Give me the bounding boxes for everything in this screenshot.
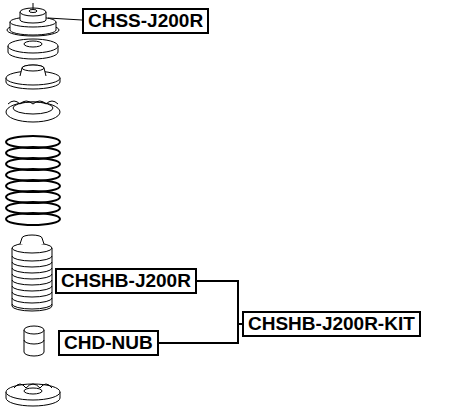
dust-boot [12, 235, 52, 311]
bracket-connector [159, 324, 242, 343]
part-number-box: CHSS-J200R [82, 8, 209, 34]
spring-insulator [6, 101, 60, 122]
spring-seat [6, 65, 60, 89]
bracket-connector [197, 281, 242, 324]
lower-seat [6, 384, 60, 406]
part-number: CHSS-J200R [88, 10, 203, 32]
bellows-fold [12, 286, 52, 291]
spring-coil [6, 213, 60, 225]
bellows-fold [12, 262, 52, 267]
part-number: CHD-NUB [64, 332, 153, 354]
bellows-fold [12, 256, 52, 261]
leader-line [48, 18, 82, 20]
bellows-fold [12, 304, 52, 309]
bellows-fold [12, 298, 52, 303]
bellows-fold [12, 280, 52, 285]
bellows-fold [12, 268, 52, 273]
bellows-fold [12, 292, 52, 297]
bellows-fold [12, 274, 52, 279]
strut-mount [7, 3, 59, 36]
coil-spring [6, 136, 60, 225]
bearing [8, 39, 58, 59]
part-number: CHSHB-J200R [61, 270, 191, 292]
part-number-box: CHD-NUB [58, 330, 159, 356]
part-number-box: CHSHB-J200R [55, 268, 197, 294]
bump-stop [24, 326, 44, 356]
part-number-box: CHSHB-J200R-KIT [242, 311, 421, 337]
part-number: CHSHB-J200R-KIT [248, 313, 415, 335]
